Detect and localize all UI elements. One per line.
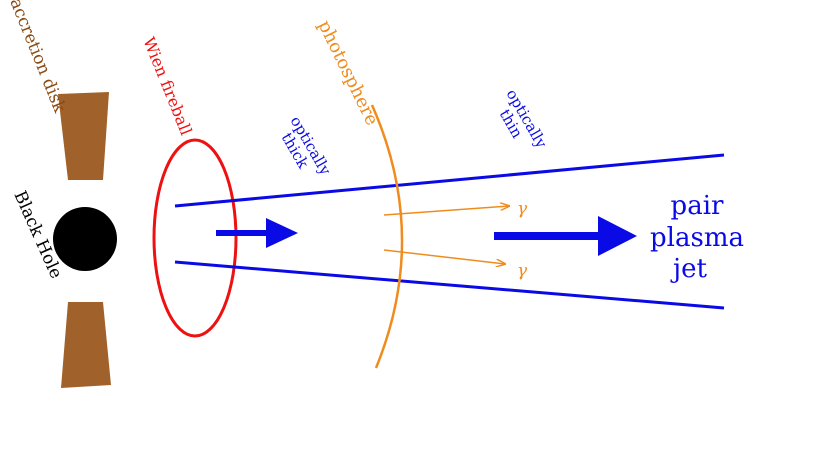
gamma-label-lower: γ: [517, 261, 528, 281]
gamma-ray-arrow-lower: [383, 249, 505, 264]
optically-thick-label: optically thick: [278, 113, 335, 179]
jet-flow-arrow-head: [598, 216, 637, 256]
optically-thin-label: optically thin: [496, 86, 551, 152]
wien-fireball-ellipse: [152, 138, 238, 338]
jet-lower-boundary: [174, 260, 725, 310]
jet-upper-boundary: [174, 153, 725, 208]
inner-flow-arrow-head: [266, 218, 298, 248]
gamma-label-upper: γ: [517, 199, 528, 219]
accretion-disk-label: accretion disk: [5, 0, 69, 116]
jet-label-line2: plasma: [650, 223, 744, 253]
photosphere-label: photosphere: [314, 17, 383, 129]
photosphere-arc: [370, 104, 404, 369]
black-hole: [53, 207, 117, 271]
jet-label-line1: pair: [671, 191, 724, 221]
accretion-disk-lower: [61, 302, 111, 388]
gamma-ray-arrow-upper: [383, 206, 509, 216]
wien-fireball-label: Wien fireball: [139, 34, 196, 138]
accretion-disk-upper: [58, 92, 109, 180]
jet-label-line3: jet: [670, 254, 707, 284]
pair-plasma-jet-label: pair plasma jet: [650, 191, 744, 284]
